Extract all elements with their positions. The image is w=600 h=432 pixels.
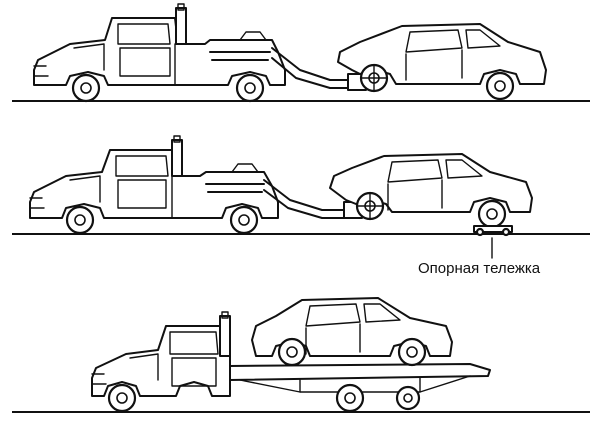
flatbed-front-wheel [107, 383, 137, 413]
wheel-lift-boom-2 [263, 179, 349, 219]
tow-truck-1-rear-wheel [235, 73, 265, 103]
towed-car-1-rear-wheel [485, 71, 515, 101]
support-dolly-label: Опорная тележка [418, 260, 541, 277]
scene-3-flatbed [12, 297, 590, 413]
tow-truck-2-rear-wheel [229, 205, 259, 235]
car-on-bed-front-wheel [277, 337, 307, 367]
tow-truck-2 [29, 135, 279, 219]
flatbed-rear-wheel-2 [395, 385, 421, 411]
wheel-lift-boom-1 [271, 47, 353, 89]
towed-car-2-front-wheel [355, 191, 385, 221]
tow-truck-2-front-wheel [65, 205, 95, 235]
towed-car-1-front-wheel [359, 63, 389, 93]
flatbed-bed [229, 363, 491, 393]
towed-car-1 [337, 23, 547, 85]
tow-truck-1 [33, 3, 286, 86]
towed-car-2-rear-wheel [477, 199, 507, 229]
scene-1-wheel-lift [12, 3, 590, 103]
scene-2-wheel-lift-dolly [12, 135, 590, 259]
flatbed-rear-wheel [335, 383, 365, 413]
tow-truck-1-front-wheel [71, 73, 101, 103]
car-on-bed-rear-wheel [397, 337, 427, 367]
support-dolly [473, 225, 513, 237]
flatbed-truck [91, 311, 231, 397]
